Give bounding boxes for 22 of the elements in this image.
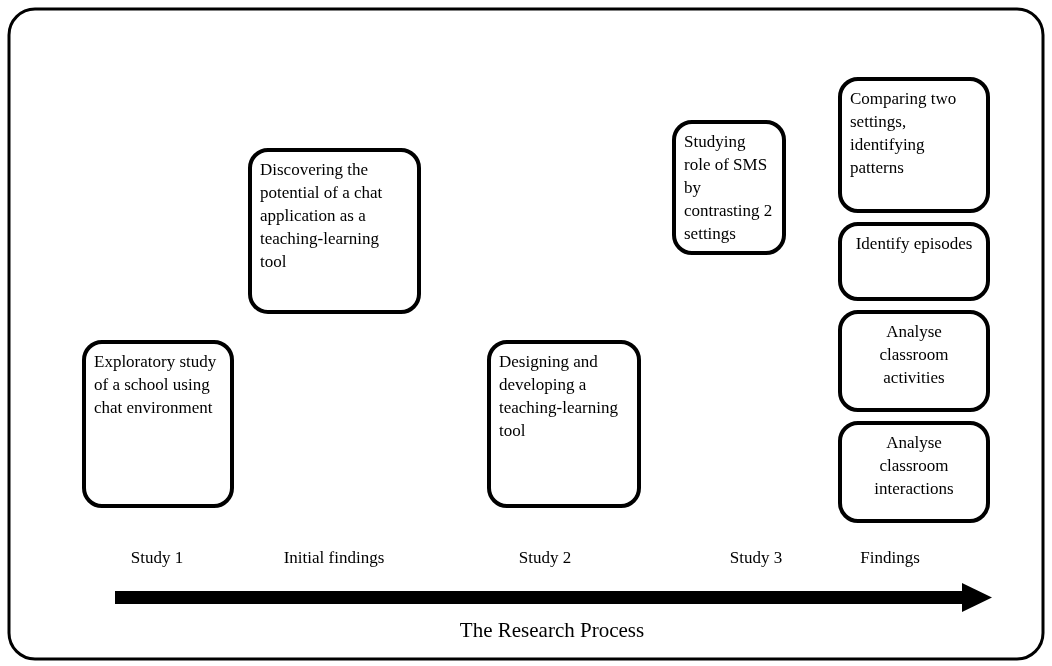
- rounded-box: [838, 77, 990, 213]
- box-text: Comparing two settings, identifying patterns: [850, 88, 958, 179]
- box-text: Analyse classroom interactions: [873, 432, 955, 500]
- stage-label: Initial findings: [283, 548, 385, 568]
- axis-title: The Research Process: [459, 618, 645, 643]
- rounded-box: [487, 340, 641, 508]
- rounded-box: [82, 340, 234, 508]
- rounded-box: [672, 120, 786, 255]
- box-text: Studying role of SMS by contrasting 2 settings: [684, 131, 774, 245]
- stage-label: Study 3: [729, 548, 783, 568]
- rounded-box: [838, 222, 990, 301]
- rounded-box: [248, 148, 421, 314]
- stage-label: Study 1: [130, 548, 184, 568]
- box-text: Designing and developing a teaching-learning tool: [499, 351, 619, 442]
- box-text: Identify episodes: [854, 233, 974, 255]
- stage-label: Study 2: [518, 548, 572, 568]
- rounded-box: [838, 421, 990, 523]
- box-text: Discovering the potential of a chat application as a teaching-learning tool: [260, 159, 384, 273]
- stage-label: Findings: [860, 548, 920, 568]
- box-text: Exploratory study of a school using chat environment: [94, 351, 218, 419]
- rounded-box: [838, 310, 990, 412]
- box-text: Analyse classroom activities: [878, 321, 950, 389]
